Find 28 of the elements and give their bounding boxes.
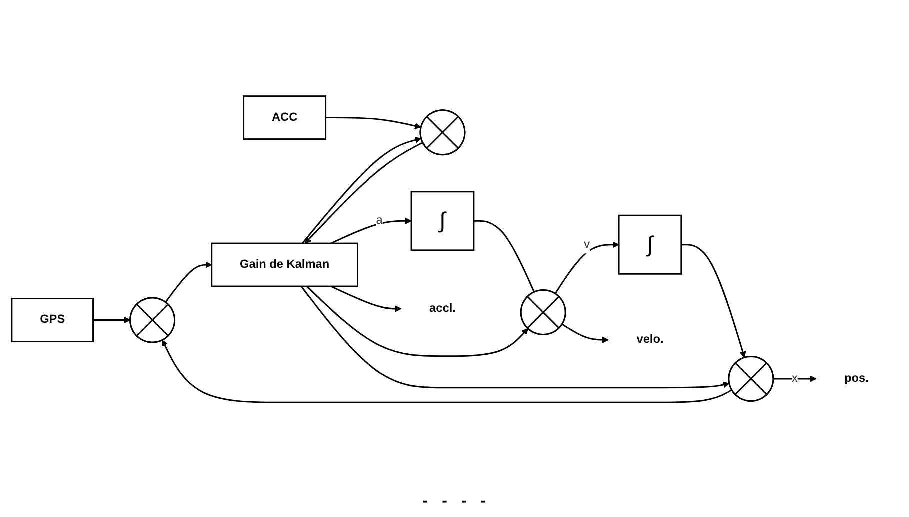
arrow bbox=[330, 218, 412, 244]
arrow bbox=[93, 317, 131, 324]
arrow bbox=[326, 117, 422, 130]
edge-label: a bbox=[376, 214, 383, 228]
arrow bbox=[306, 286, 529, 358]
sign-label: - bbox=[480, 493, 486, 511]
node-box: ACC bbox=[243, 96, 327, 140]
node-box: GPS bbox=[11, 298, 94, 342]
edge-label: x bbox=[792, 372, 798, 385]
connector bbox=[474, 220, 535, 292]
arrow bbox=[562, 324, 609, 344]
node-text: pos. bbox=[844, 372, 869, 385]
arrow bbox=[681, 244, 746, 358]
arrow bbox=[300, 286, 730, 389]
sign-label: - bbox=[442, 493, 448, 511]
node-text: accl. bbox=[430, 302, 456, 315]
sign-label: - bbox=[422, 493, 428, 511]
arrow bbox=[554, 242, 620, 294]
arrow bbox=[165, 262, 212, 303]
edge-label: v bbox=[584, 238, 590, 251]
node-box: ∫ bbox=[410, 191, 475, 252]
node-text: velo. bbox=[636, 333, 664, 346]
node-box: Gain de Kalman bbox=[211, 242, 358, 288]
node-box: ∫ bbox=[618, 214, 682, 275]
arrow bbox=[773, 376, 817, 382]
sign-label: - bbox=[462, 493, 467, 511]
arrow bbox=[162, 340, 732, 404]
arrow bbox=[330, 286, 402, 312]
